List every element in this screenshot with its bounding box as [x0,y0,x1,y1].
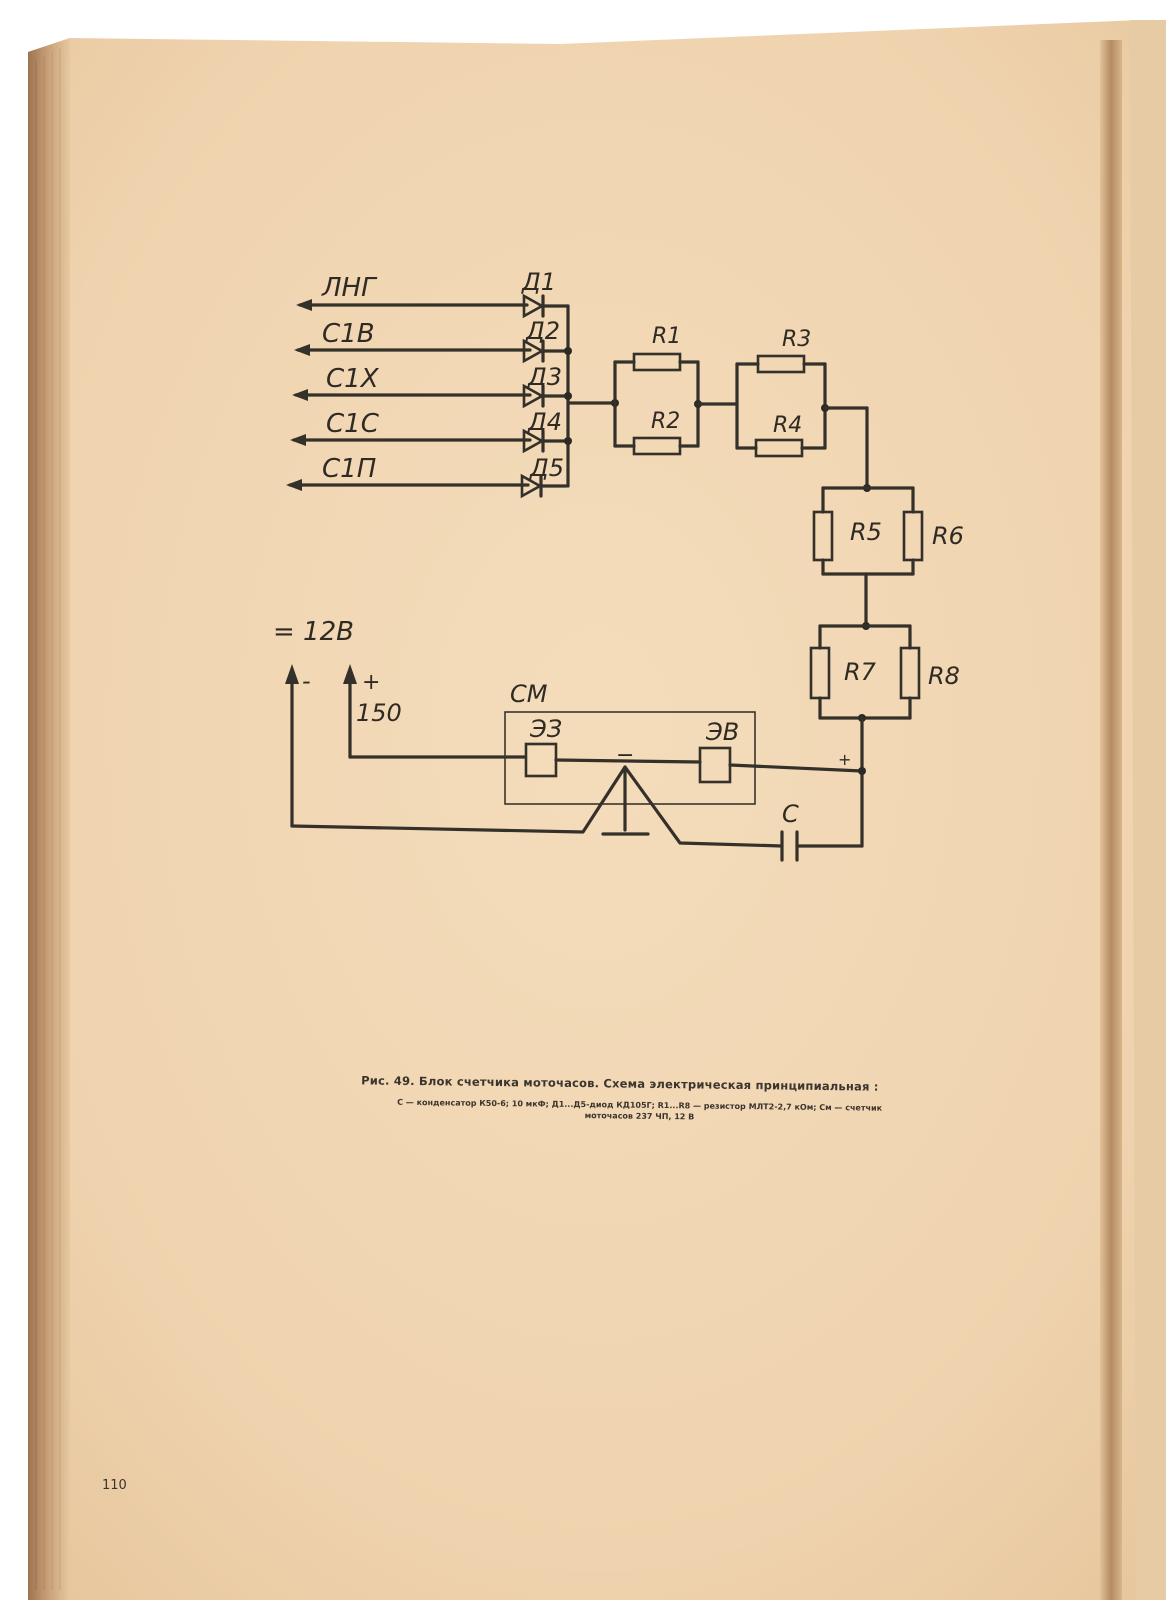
label-c1x: С1Х [326,364,380,394]
resistor-pair-r5-r6 [812,486,924,630]
capacitor-c [780,830,864,862]
input-line [286,479,530,491]
label-c1p: С1П [322,454,376,484]
label-c1c: С1С [326,409,380,439]
label-lng: ЛНГ [321,273,378,303]
label-d3: Д3 [527,363,562,391]
label-voltage: = 12В [273,617,354,647]
label-coil-ev: ЭВ [705,718,739,746]
power-terminals [285,664,527,828]
input-lines [286,299,532,491]
label-r3: R3 [782,327,811,352]
label-plus: + [362,670,380,695]
label-d2: Д2 [525,317,560,345]
diodes [520,293,572,499]
counter-frame [504,711,756,805]
plus-arrow [343,664,357,684]
label-counter-minus: − [616,743,634,768]
input-line [296,299,529,311]
label-d1: Д1 [521,268,556,296]
diode-d5 [520,473,568,499]
label-capacitor: C [782,800,799,828]
diode-d1 [522,293,570,319]
label-coil-ez: ЭЗ [529,715,562,743]
label-r6: R6 [932,522,964,550]
label-r1: R1 [652,324,681,349]
label-wire-150: 150 [356,699,402,727]
page-number: 110 [102,1478,127,1493]
label-minus: - [302,667,311,695]
minus-arrow [285,664,299,684]
diode-d4 [522,428,570,454]
circuit-schematic: ЛНГ С1В С1Х С1С С1П Д1 Д2 Д3 Д4 Д5 R1 R2… [273,268,964,862]
figure-caption: Рис. 49. Блок счетчика моточасов. Схема … [249,1072,989,1126]
schematic-labels: ЛНГ С1В С1Х С1С С1П Д1 Д2 Д3 Д4 Д5 R1 R2… [273,268,964,828]
diode-d3 [522,383,570,409]
label-r7: R7 [844,658,877,686]
resistor-pair-r3-r4 [696,354,871,492]
input-line [290,434,532,446]
label-d4: Д4 [527,408,562,436]
label-r5: R5 [850,518,882,546]
label-r2: R2 [651,409,680,434]
label-r4: R4 [773,413,802,438]
input-line [294,344,532,356]
label-d5: Д5 [529,454,564,482]
label-c1v: С1В [322,319,375,349]
label-counter: СМ [510,680,548,708]
label-counter-plus: + [838,750,851,769]
resistor-pair-r7-r8 [809,624,921,845]
input-line [292,389,532,401]
diode-d2 [522,338,570,364]
counter-block [290,711,866,848]
label-r8: R8 [928,662,960,690]
